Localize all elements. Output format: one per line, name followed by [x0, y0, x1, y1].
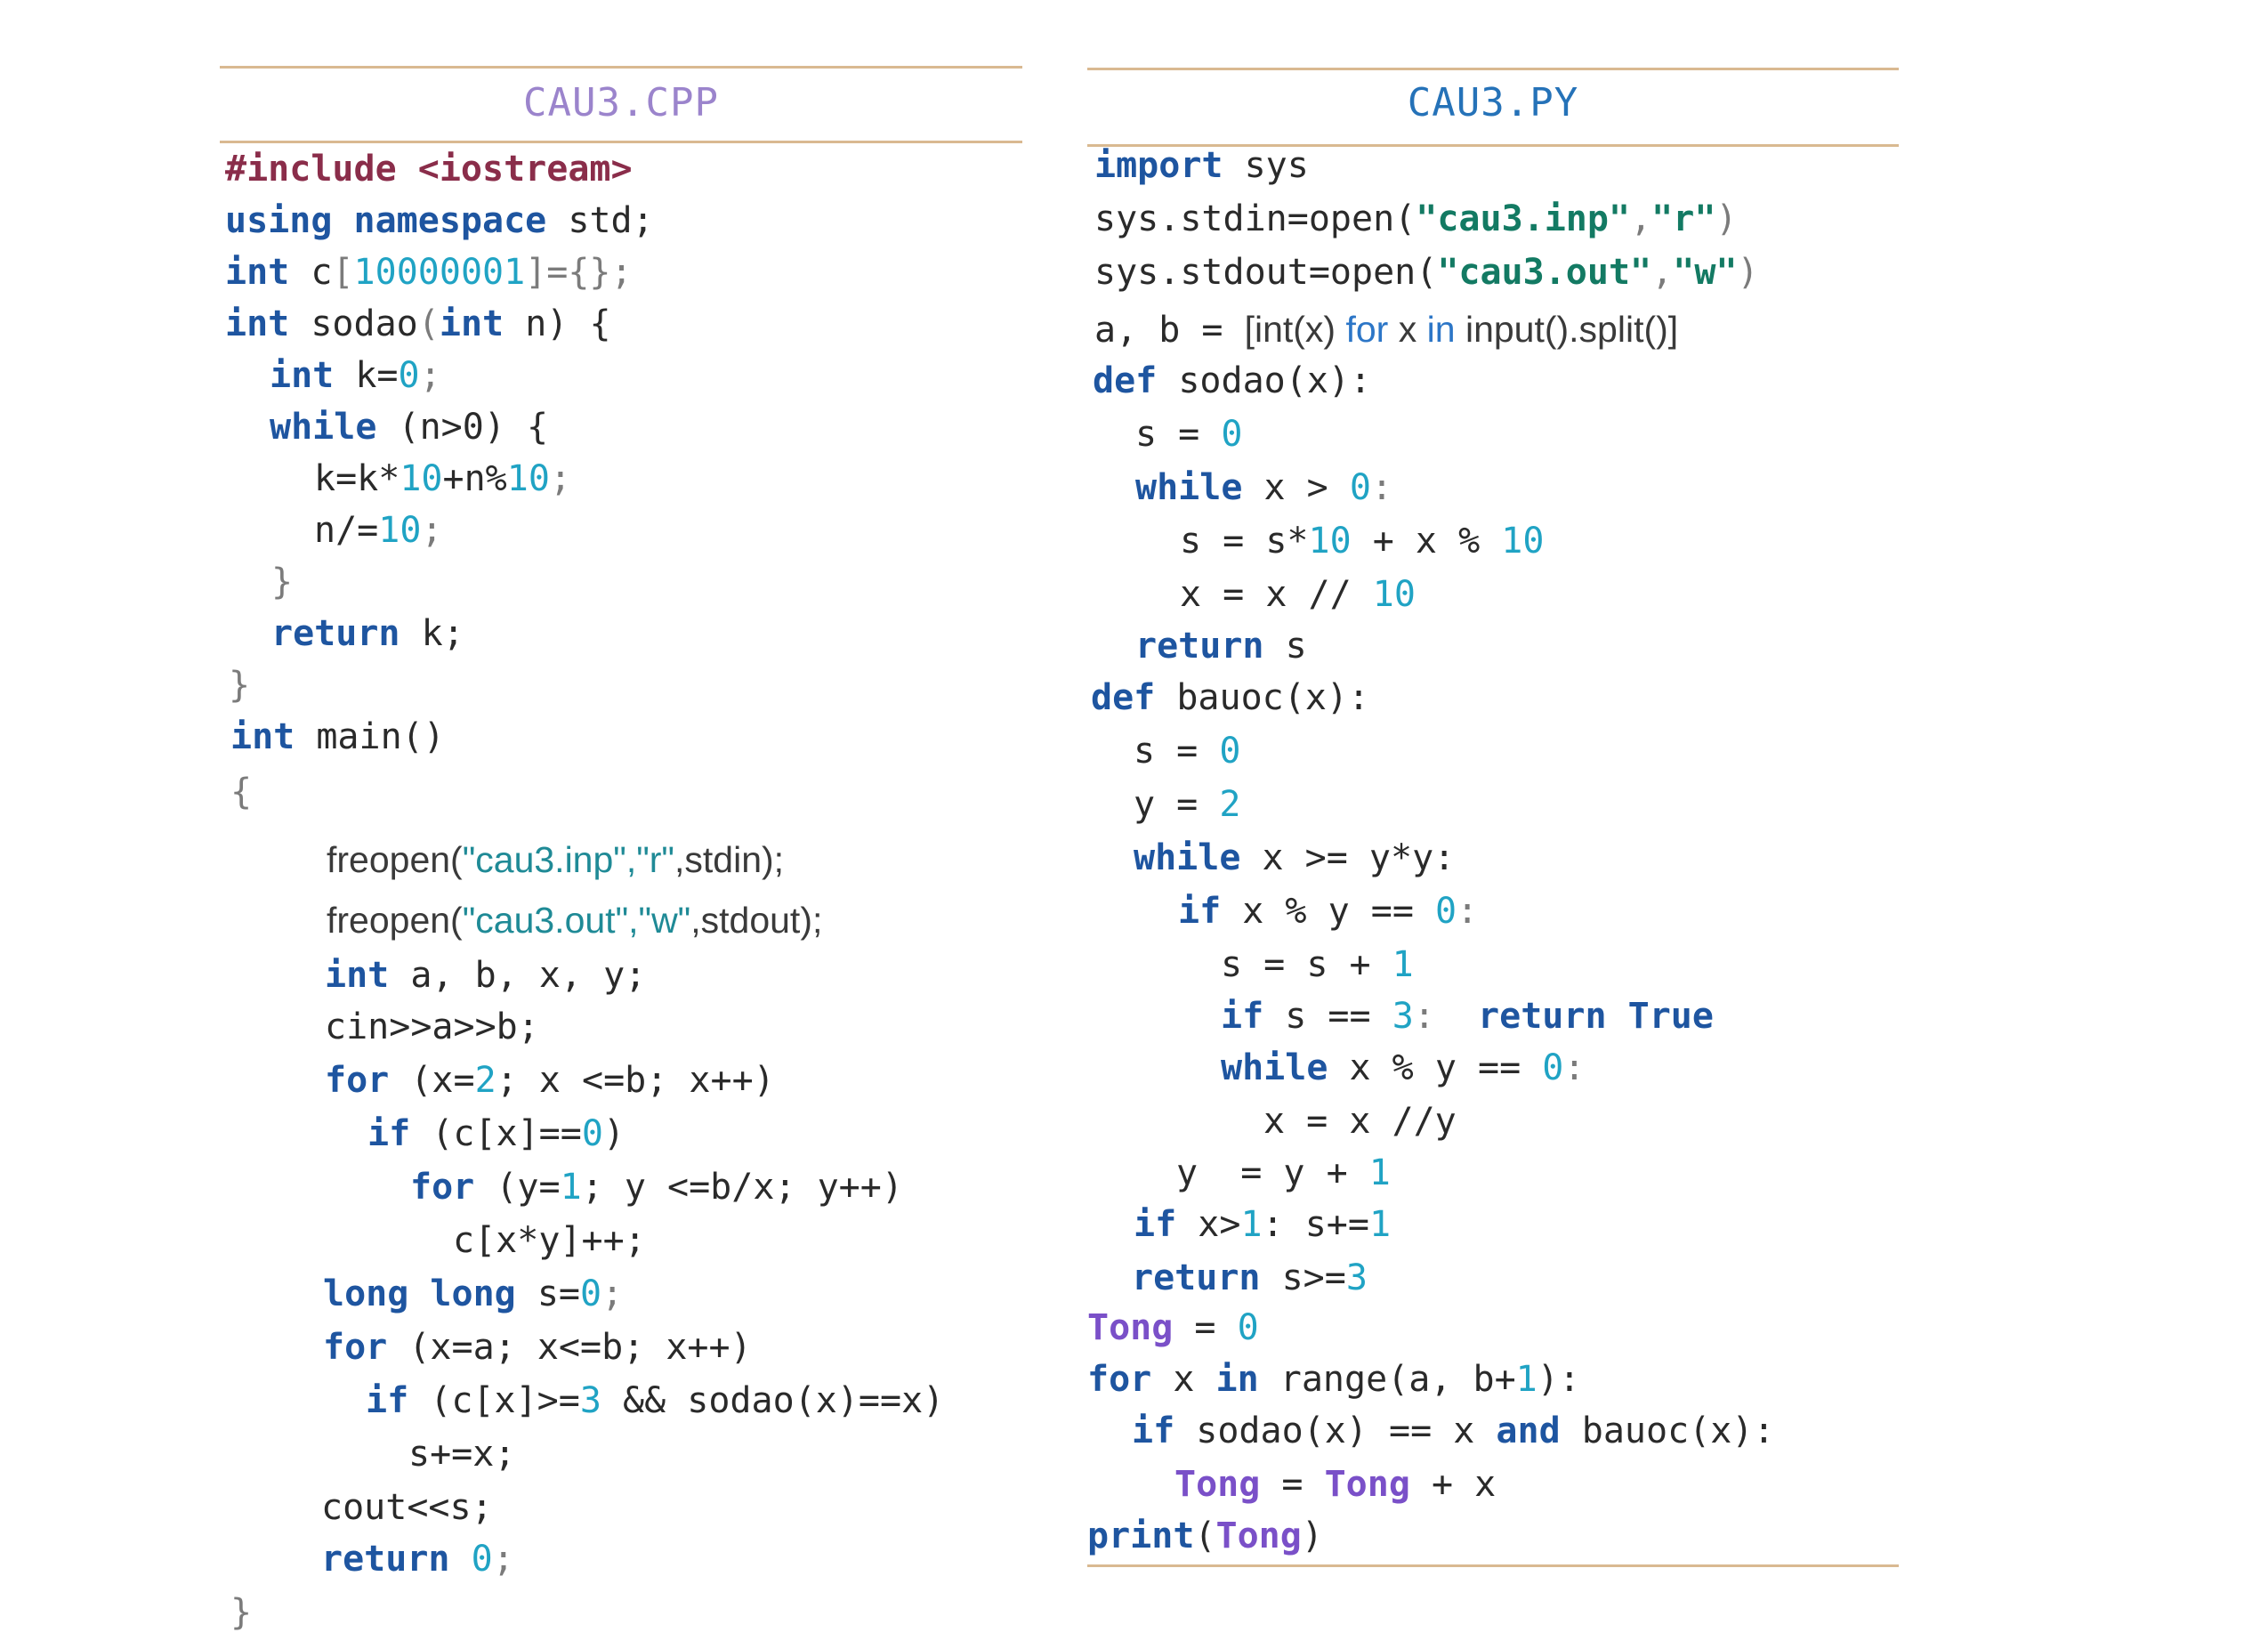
code-line: } — [271, 562, 294, 602]
cpp-file-title: CAU3.CPP — [523, 80, 719, 125]
code-line: if x % y == 0: — [1178, 891, 1479, 932]
code-line: s = 0 — [1134, 731, 1241, 772]
code-line: s = s + 1 — [1221, 944, 1414, 985]
code-line: x = x //y — [1263, 1101, 1457, 1142]
code-line: long long s=0; — [323, 1273, 624, 1314]
code-line: { — [230, 772, 253, 812]
code-line: n/=10; — [314, 510, 443, 551]
py-file-title: CAU3.PY — [1407, 80, 1579, 125]
py-code-panel: CAU3.PY import sys sys.stdin=open("cau3.… — [1087, 62, 1899, 1575]
code-line: sys.stdin=open("cau3.inp","r") — [1094, 198, 1738, 239]
code-line: y = 2 — [1134, 784, 1241, 825]
cpp-title-bottom-rule — [220, 141, 1022, 143]
code-line: while x > 0: — [1135, 467, 1393, 508]
code-line: a, b = [int(x) for x in input().split()] — [1094, 309, 1679, 351]
code-line: int c[10000001]={}; — [225, 252, 633, 293]
code-line: freopen("cau3.inp","r",stdin); — [327, 839, 785, 880]
code-line: for (y=1; y <=b/x; y++) — [410, 1167, 903, 1208]
code-line: int sodao(int n) { — [225, 303, 611, 344]
code-line: for (x=2; x <=b; x++) — [325, 1060, 775, 1101]
code-line: s+=x; — [408, 1434, 516, 1475]
code-line: while (n>0) { — [270, 407, 549, 448]
code-line: sys.stdout=open("cau3.out","w") — [1094, 252, 1759, 293]
cpp-title-top-rule — [220, 66, 1022, 69]
cpp-code-panel: CAU3.CPP #include <iostream> using names… — [220, 62, 1022, 1646]
py-title-top-rule — [1087, 68, 1899, 70]
code-line: if sodao(x) == x and bauoc(x): — [1132, 1411, 1775, 1451]
code-line: return 0; — [321, 1539, 514, 1580]
code-line: import sys — [1094, 145, 1309, 186]
code-line: if (c[x]==0) — [367, 1113, 626, 1154]
code-line: if (c[x]>=3 && sodao(x)==x) — [366, 1380, 945, 1421]
code-line: def bauoc(x): — [1091, 677, 1370, 718]
code-line: s = 0 — [1135, 414, 1243, 455]
py-bottom-rule — [1087, 1564, 1899, 1567]
code-line: for x in range(a, b+1): — [1087, 1359, 1580, 1400]
code-line: if x>1: s+=1 — [1134, 1204, 1392, 1245]
code-line: k=k*10+n%10; — [314, 458, 572, 499]
code-line: using namespace std; — [225, 200, 654, 241]
code-line: s = s*10 + x % 10 — [1180, 521, 1545, 562]
code-line: freopen("cau3.out","w",stdout); — [327, 900, 823, 941]
code-line: } — [229, 665, 251, 706]
code-line: Tong = 0 — [1087, 1307, 1259, 1348]
code-line: int main() — [230, 716, 445, 757]
code-line: y = y + 1 — [1176, 1152, 1391, 1193]
code-line: def sodao(x): — [1093, 360, 1372, 401]
code-line: while x % y == 0: — [1221, 1047, 1586, 1088]
code-line: while x >= y*y: — [1134, 837, 1456, 878]
code-line: int a, b, x, y; — [325, 955, 647, 996]
code-line: return s>=3 — [1132, 1257, 1368, 1298]
code-line: cin>>a>>b; — [325, 1006, 539, 1047]
code-line: Tong = Tong + x — [1174, 1464, 1497, 1505]
code-line: for (x=a; x<=b; x++) — [323, 1327, 752, 1368]
code-line: } — [230, 1592, 253, 1633]
code-line: int k=0; — [270, 355, 441, 396]
code-line: cout<<s; — [321, 1487, 493, 1528]
code-line: return k; — [271, 613, 464, 654]
code-line: return s — [1135, 626, 1307, 667]
code-line: if s == 3: return True — [1221, 996, 1714, 1037]
code-line: print(Tong) — [1087, 1516, 1323, 1556]
code-line: c[x*y]++; — [453, 1220, 646, 1261]
code-line: #include <iostream> — [225, 149, 633, 190]
code-line: x = x // 10 — [1180, 574, 1416, 615]
py-title-bottom-rule — [1087, 144, 1899, 147]
